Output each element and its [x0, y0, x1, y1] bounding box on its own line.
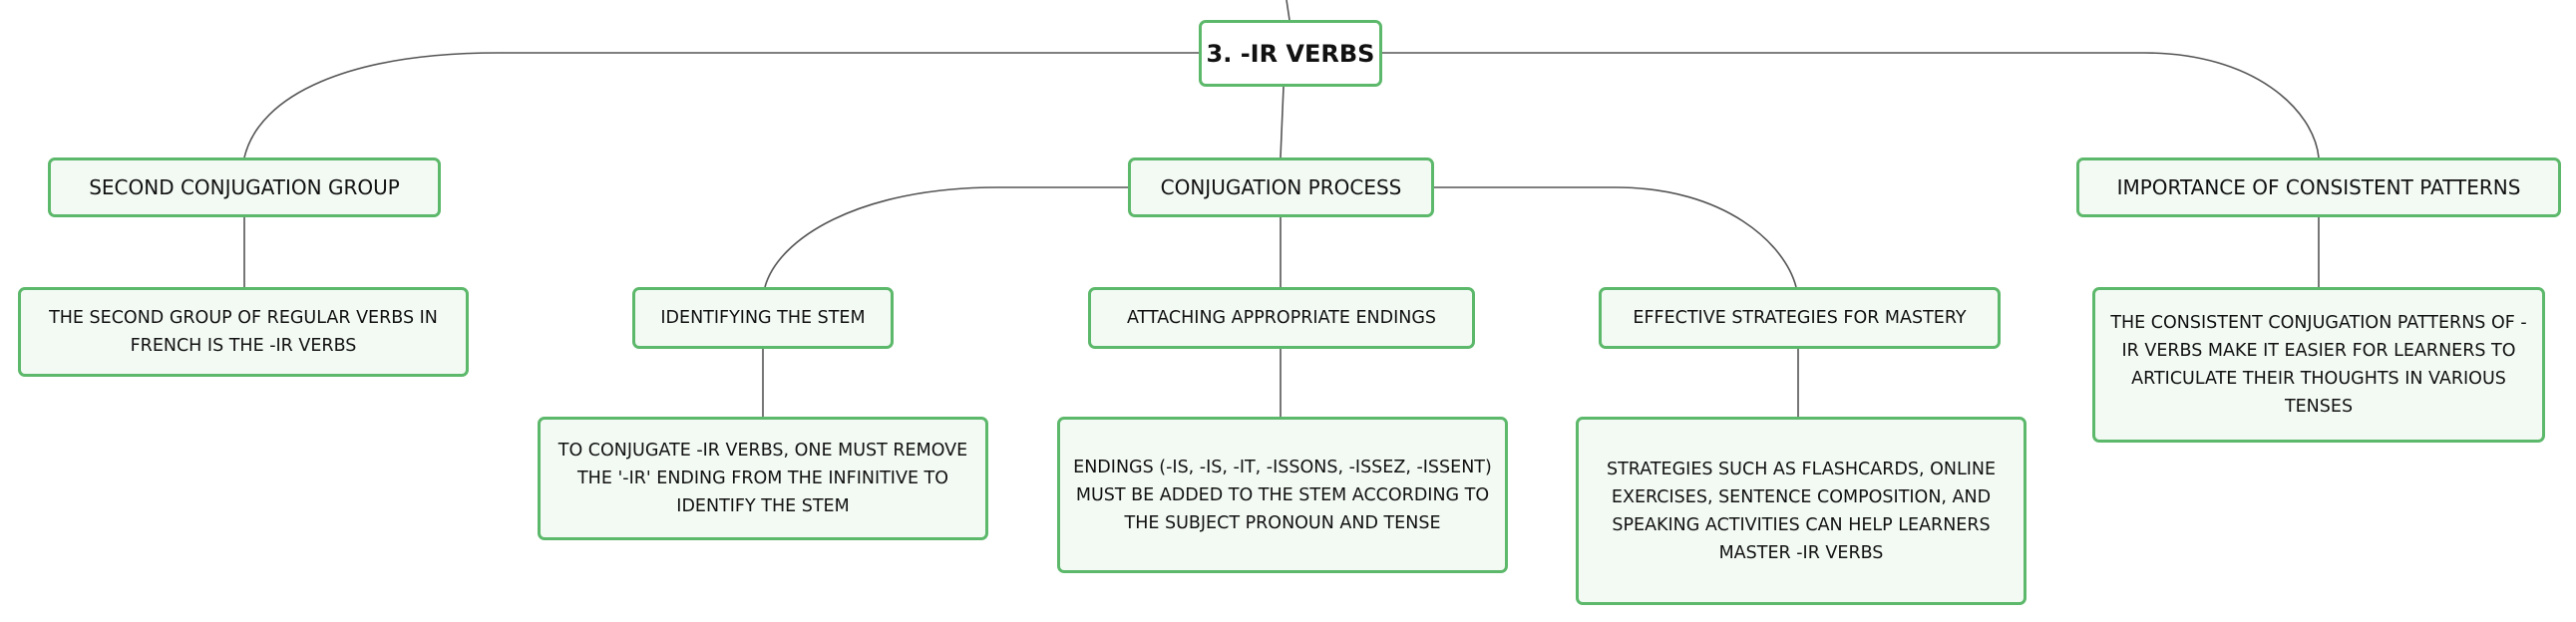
connector-root-to-conjugation-process [1280, 86, 1285, 158]
connector-top-stub [1286, 0, 1290, 21]
detail-text: THE CONSISTENT CONJUGATION PATTERNS OF -… [2110, 313, 2527, 417]
root-label: 3. -IR VERBS [1206, 39, 1375, 68]
branch-second-conjugation-group[interactable]: SECOND CONJUGATION GROUP [48, 157, 441, 217]
sub-label: EFFECTIVE STRATEGIES FOR MASTERY [1633, 308, 1967, 328]
detail-second-conjugation-group[interactable]: THE SECOND GROUP OF REGULAR VERBS IN FRE… [18, 287, 469, 377]
sub-label: ATTACHING APPROPRIATE ENDINGS [1126, 308, 1437, 328]
detail-effective-strategies-for-mastery[interactable]: STRATEGIES SUCH AS FLASHCARDS, ONLINE EX… [1576, 417, 2026, 605]
detail-text: ENDINGS (-IS, -IS, -IT, -ISSONS, -ISSEZ,… [1073, 457, 1492, 533]
branch-label: CONJUGATION PROCESS [1160, 175, 1402, 199]
detail-attaching-appropriate-endings[interactable]: ENDINGS (-IS, -IS, -IT, -ISSONS, -ISSEZ,… [1057, 417, 1508, 573]
sub-attaching-appropriate-endings[interactable]: ATTACHING APPROPRIATE ENDINGS [1088, 287, 1475, 349]
connector-process-to-strategies [1434, 186, 1797, 288]
connector-root-to-importance [1382, 52, 2320, 158]
connector-process-to-stem [764, 186, 1128, 288]
connector-root-to-second-group [243, 52, 1199, 158]
branch-label: IMPORTANCE OF CONSISTENT PATTERNS [2116, 175, 2521, 199]
detail-text: THE SECOND GROUP OF REGULAR VERBS IN FRE… [49, 308, 438, 356]
detail-identifying-the-stem[interactable]: TO CONJUGATE -IR VERBS, ONE MUST REMOVE … [538, 417, 988, 540]
branch-conjugation-process[interactable]: CONJUGATION PROCESS [1128, 157, 1434, 217]
sub-label: IDENTIFYING THE STEM [660, 308, 866, 328]
sub-identifying-the-stem[interactable]: IDENTIFYING THE STEM [632, 287, 894, 349]
sub-effective-strategies-for-mastery[interactable]: EFFECTIVE STRATEGIES FOR MASTERY [1599, 287, 2001, 349]
detail-text: TO CONJUGATE -IR VERBS, ONE MUST REMOVE … [557, 441, 968, 516]
detail-importance-of-consistent-patterns[interactable]: THE CONSISTENT CONJUGATION PATTERNS OF -… [2092, 287, 2545, 443]
branch-importance-of-consistent-patterns[interactable]: IMPORTANCE OF CONSISTENT PATTERNS [2076, 157, 2561, 217]
root-node[interactable]: 3. -IR VERBS [1199, 20, 1382, 87]
detail-text: STRATEGIES SUCH AS FLASHCARDS, ONLINE EX… [1607, 459, 1996, 563]
branch-label: SECOND CONJUGATION GROUP [89, 175, 400, 199]
